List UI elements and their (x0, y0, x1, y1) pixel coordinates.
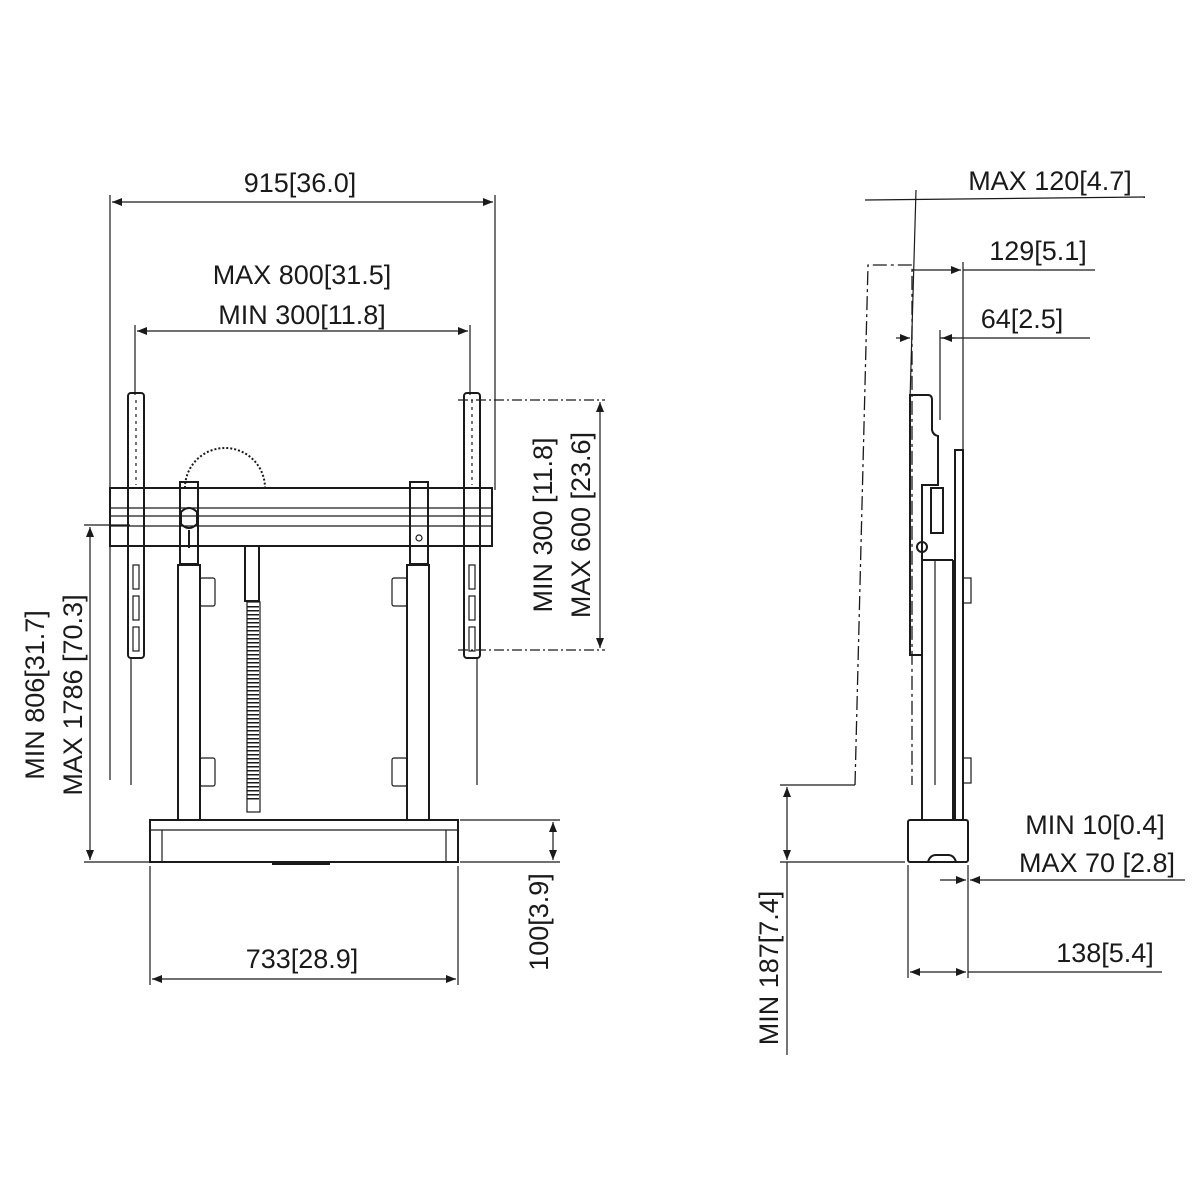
dim-129: 129[5.1] (912, 236, 1095, 450)
dim-text-100: 100[3.9] (524, 873, 554, 971)
base (149, 819, 459, 865)
dim-text-max-600-v: MAX 600 [23.6] (566, 432, 596, 618)
dim-text-733: 733[28.9] (246, 944, 359, 974)
dim-text-max-120: MAX 120[4.7] (968, 166, 1132, 196)
dim-64: 64[2.5] (896, 304, 1090, 420)
dim-text-138: 138[5.4] (1056, 938, 1154, 968)
column-top-left (179, 481, 199, 565)
base-side (907, 819, 969, 863)
vesa-bracket-left (127, 392, 145, 785)
dim-text-min-10: MIN 10[0.4] (1025, 810, 1165, 840)
dim-overall-height: MIN 806[31.7] MAX 1786 [70.3] (20, 524, 150, 863)
mount-clamp (930, 487, 944, 534)
mount-plate-side (909, 394, 939, 656)
wall-rail (954, 449, 964, 821)
dim-text-min-187: MIN 187[7.4] (754, 891, 784, 1046)
dim-wall-gap: MIN 10[0.4] MAX 70 [2.8] (940, 810, 1185, 978)
dim-base-height: 100[3.9] (460, 819, 560, 971)
dim-text-64: 64[2.5] (981, 304, 1064, 334)
dim-text-129: 129[5.1] (989, 236, 1087, 266)
dim-text-max-70: MAX 70 [2.8] (1019, 848, 1175, 878)
dim-overall-width: 915[36.0] (109, 168, 496, 780)
handle-knob (180, 507, 198, 529)
crossbar (109, 487, 493, 547)
screen-outline-tilted (854, 264, 913, 786)
cable-coil-top (184, 447, 266, 489)
dim-vesa-width: MAX 800[31.5] MIN 300[11.8] (134, 260, 471, 395)
dim-text-min-300-v: MIN 300 [11.8] (528, 437, 558, 612)
dim-text-915: 915[36.0] (244, 168, 357, 198)
dim-vesa-height: MIN 300 [11.8] MAX 600 [23.6] (458, 399, 605, 651)
front-view: 915[36.0] MAX 800[31.5] MIN 300[11.8] (20, 168, 605, 985)
column-right (406, 564, 430, 821)
column-top-right (409, 481, 429, 565)
dim-text-min-806: MIN 806[31.7] (20, 610, 50, 780)
vesa-bracket-right (463, 392, 481, 785)
side-view: MAX 120[4.7] 129[5.1] 64[2.5] (754, 166, 1185, 1055)
dim-text-min-300: MIN 300[11.8] (218, 300, 386, 330)
column-left (177, 564, 201, 821)
dim-base-depth: 138[5.4] (907, 865, 1162, 978)
dim-base-width: 733[28.9] (149, 866, 459, 985)
dim-text-max-1786: MAX 1786 [70.3] (58, 594, 88, 795)
dim-floor-clearance: MIN 187[7.4] (754, 787, 905, 1055)
dim-max-tilt: MAX 120[4.7] (864, 166, 1146, 401)
dim-text-max-800: MAX 800[31.5] (213, 260, 392, 290)
